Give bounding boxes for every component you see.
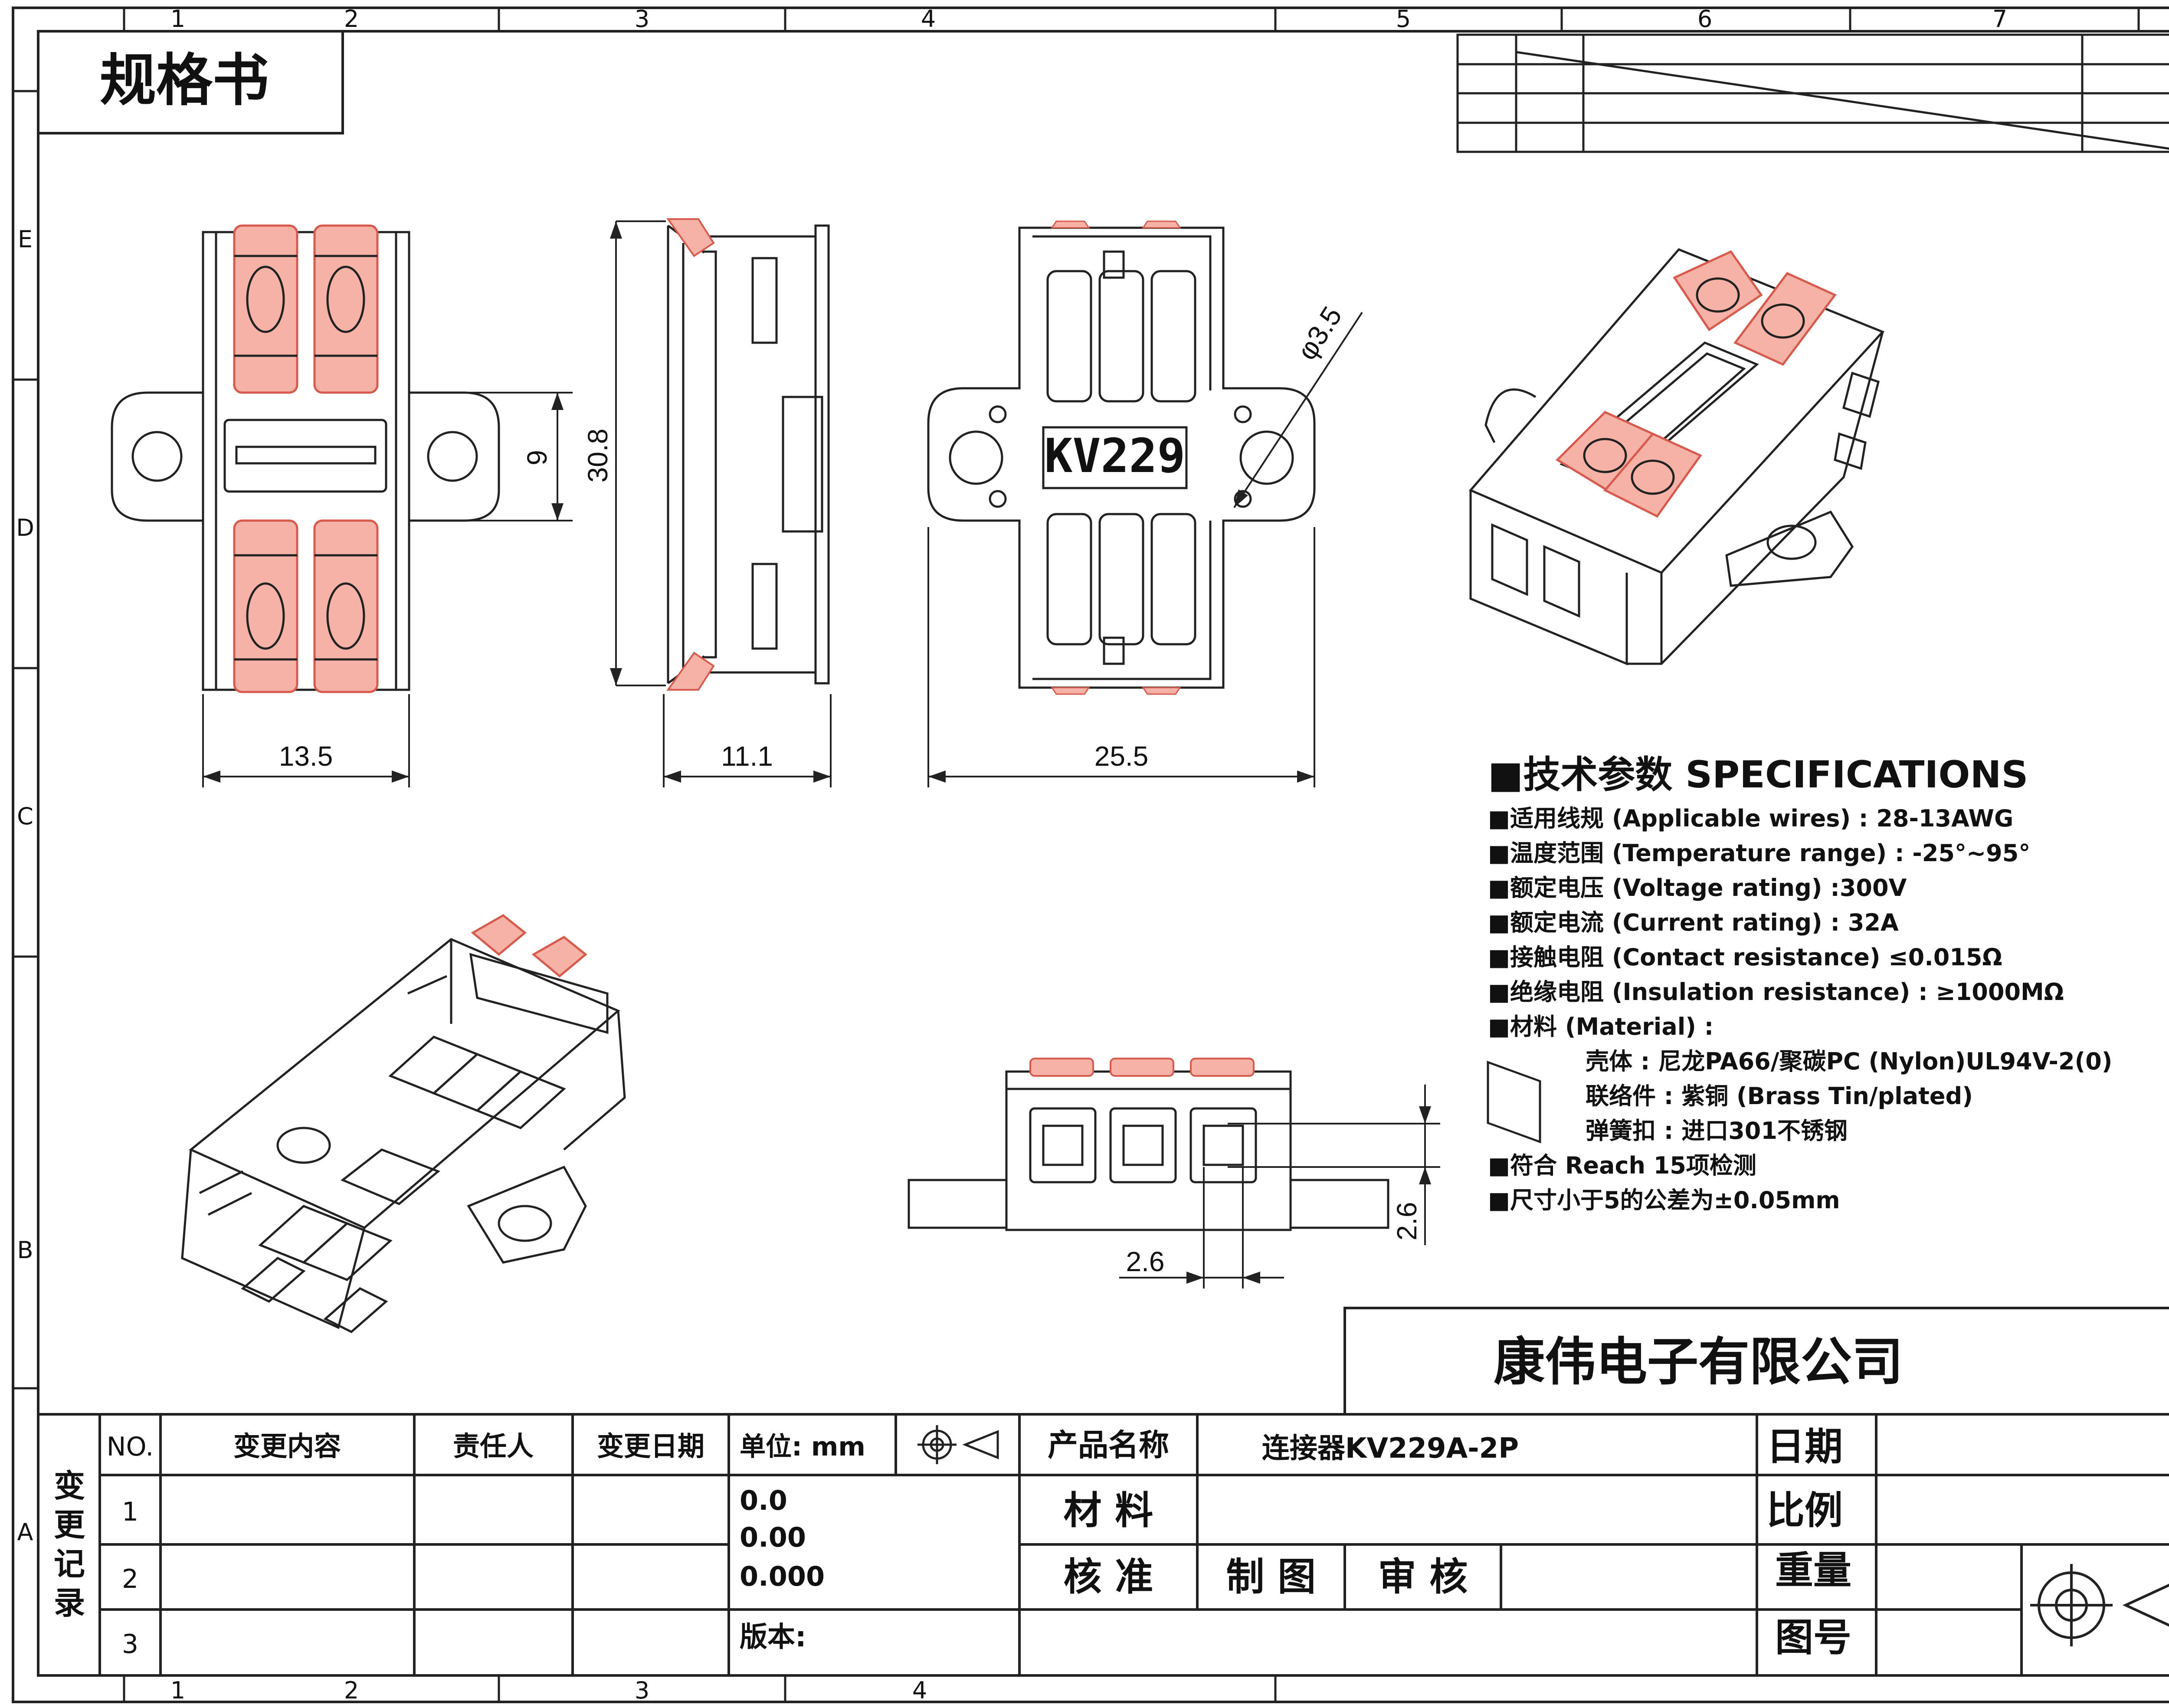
zone-left-E: E (18, 226, 33, 253)
title-box (37, 30, 344, 134)
review-label: 审 核 (1378, 1554, 1468, 1599)
zone-top-4: 4 (921, 5, 936, 33)
zone-top-2: 2 (344, 5, 359, 33)
zone-top-5: 5 (1396, 5, 1411, 33)
spec-line: ■尺寸小于5的公差为±0.05mm (1488, 1187, 1840, 1214)
side-view: 30.8 11.1 (582, 218, 832, 787)
product-name: 连接器KV229A-2P (1262, 1433, 1519, 1465)
tolerance-2: 0.00 (740, 1521, 806, 1553)
zone-bottom-1: 1 (170, 1677, 185, 1704)
product-name-label: 产品名称 (1048, 1427, 1169, 1463)
approve-label: 核 准 (1064, 1554, 1153, 1599)
zone-top-6: 6 (1697, 5, 1712, 33)
back-view: KV229 φ3.5 25.5 (927, 220, 1363, 787)
tolerance-3: 0.000 (740, 1560, 825, 1592)
company-name: 康伟电子有限公司 (1494, 1332, 1903, 1392)
specifications: ■技术参数 SPECIFICATIONS ■适用线规 (Applicable w… (1488, 753, 2112, 1214)
zone-left-B: B (17, 1236, 33, 1264)
change-record-label-3: 记 (54, 1546, 85, 1582)
scale-label: 比例 (1766, 1488, 1843, 1533)
drawing-no-label: 图号 (1775, 1615, 1851, 1660)
unit-label: 单位: mm (740, 1432, 865, 1462)
spec-line: ■接触电阻 (Contact resistance) ≤0.015Ω (1488, 944, 2002, 971)
iso-view-top (1468, 248, 1885, 1144)
back-marking: KV229 (1044, 429, 1185, 483)
change-record-label-4: 录 (54, 1585, 85, 1621)
zone-ticks (13, 8, 2140, 1702)
spec-line: ■材料 (Material) : (1488, 1013, 1714, 1040)
title-block-lines (37, 1307, 2169, 1677)
projection-symbol-small (917, 1425, 999, 1464)
zone-left-A: A (17, 1518, 33, 1546)
row-number: 3 (122, 1629, 138, 1659)
back-width-dim: 25.5 (1094, 741, 1149, 772)
side-depth-dim: 11.1 (721, 741, 773, 772)
entry-hole-width-dim: 2.6 (1126, 1246, 1165, 1277)
spec-line: ■符合 Reach 15项检测 (1488, 1152, 1756, 1179)
zone-bottom-4: 4 (912, 1677, 927, 1704)
spec-material-line: 弹簧扣 : 进口301不锈钢 (1586, 1117, 1848, 1144)
row-number: 1 (122, 1497, 138, 1527)
sheet-title: 规格书 (100, 47, 269, 113)
revision-grid (1456, 33, 2169, 153)
responsible-label: 责任人 (453, 1430, 534, 1462)
spec-line: ■适用线规 (Applicable wires) : 28-13AWG (1488, 805, 2013, 832)
front-width-dim: 13.5 (279, 741, 333, 772)
iso-view-bottom (181, 914, 626, 1333)
zone-left-C: C (17, 803, 33, 830)
row-number: 2 (122, 1564, 138, 1594)
zone-top-3: 3 (635, 5, 649, 33)
front-view: 13.5 9 (111, 224, 573, 787)
spec-heading: ■技术参数 SPECIFICATIONS (1488, 753, 2028, 797)
change-content-label: 变更内容 (233, 1430, 341, 1462)
change-date-label: 变更日期 (597, 1430, 704, 1462)
zone-bottom-2: 2 (344, 1677, 359, 1704)
spec-material-line: 联络件 : 紫铜 (Brass Tin/plated) (1586, 1082, 1973, 1110)
spec-line: ■绝缘电阻 (Insulation resistance) : ≥1000MΩ (1488, 978, 2064, 1006)
tolerance-1: 0.0 (740, 1485, 787, 1516)
no-label: NO. (107, 1432, 154, 1462)
spec-line: ■额定电流 (Current rating) : 32A (1488, 909, 1899, 936)
spec-line: ■额定电压 (Voltage rating) :300V (1488, 874, 1907, 902)
entry-view: 2.6 2.6 (908, 1058, 1440, 1288)
change-record-label-1: 变 (54, 1468, 85, 1504)
side-height-dim: 30.8 (582, 429, 613, 483)
version-label: 版本: (740, 1621, 806, 1653)
date-label: 日期 (1766, 1424, 1843, 1469)
zone-bottom-3: 3 (635, 1677, 649, 1704)
zone-top-7: 7 (1992, 5, 2007, 33)
zone-top-1: 1 (170, 5, 185, 33)
material-label: 材 料 (1064, 1488, 1153, 1533)
weight-label: 重量 (1775, 1548, 1851, 1593)
draw-label: 制 图 (1226, 1554, 1316, 1599)
spec-material-line: 壳体 : 尼龙PA66/聚碳PC (Nylon)UL94V-2(0) (1586, 1048, 2112, 1075)
projection-symbol-large (2030, 1564, 2169, 1646)
spec-line: ■温度范围 (Temperature range) : -25°~95° (1488, 839, 2030, 867)
change-record-label-2: 更 (54, 1507, 85, 1543)
zone-left-D: D (16, 514, 34, 541)
front-slot-dim: 9 (521, 450, 553, 466)
entry-hole-height-dim: 2.6 (1391, 1202, 1422, 1241)
